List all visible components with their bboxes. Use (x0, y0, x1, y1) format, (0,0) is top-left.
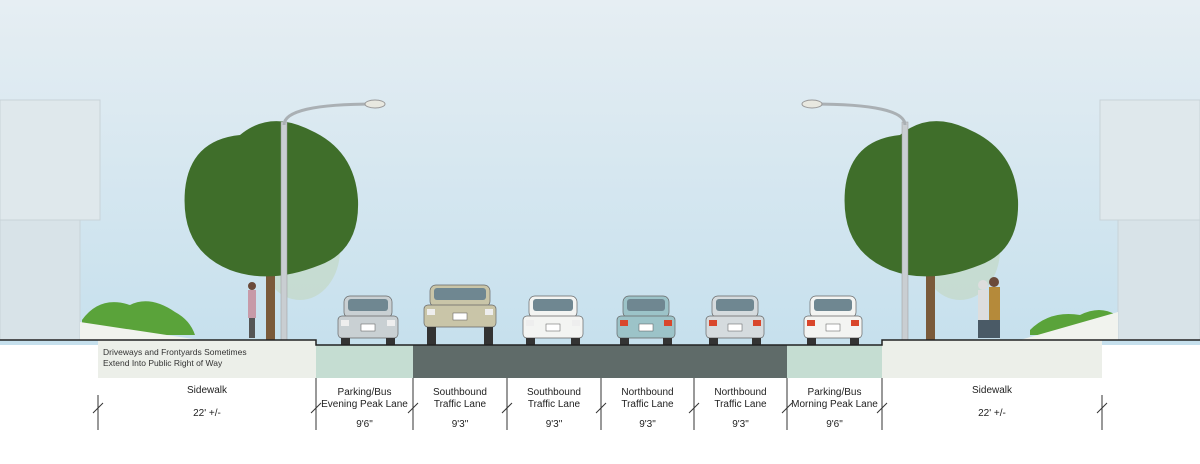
sky (0, 0, 1200, 345)
suv-sb-1 (423, 284, 497, 345)
dimension-lines (92, 378, 1108, 430)
segment-label-line1: Sidewalk (971, 385, 1013, 396)
segment-label-line1: Southbound (433, 387, 487, 398)
driveway-slope-right (1020, 312, 1118, 340)
driveway-note: Driveways and Frontyards Sometimes Exten… (103, 347, 247, 369)
segment-label: Sidewalk (882, 385, 1102, 397)
segment-width: 22' +/- (978, 408, 1006, 419)
segment-label-line2: Traffic Lane (621, 399, 674, 410)
traffic-lanes (413, 345, 787, 378)
segment-label-line1: Southbound (527, 387, 581, 398)
parking-lane-morning (787, 345, 882, 378)
segment-label-line2: Traffic Lane (527, 399, 581, 410)
tree-left (184, 121, 359, 340)
segment-width: 9'3" (545, 419, 563, 430)
car-nb-2 (705, 295, 765, 345)
sidewalk-right (882, 340, 1102, 378)
segment-width: 9'3" (451, 419, 469, 430)
sidewalk-left (98, 340, 316, 378)
car-nb-parking (803, 295, 863, 345)
segment-width: 9'6" (356, 419, 373, 430)
car-sb-parking (337, 295, 399, 345)
segment-width: 9'3" (732, 419, 749, 430)
tree-right (844, 121, 1019, 340)
building-left (0, 99, 101, 341)
segment-label-line1: Parking/Bus (807, 387, 862, 398)
segment-label-line1: Sidewalk (186, 385, 228, 396)
segment-label-line2: Morning Peak Lane (791, 399, 878, 410)
pedestrians (248, 277, 1000, 338)
note-line-2: Extend Into Public Right of Way (103, 358, 223, 368)
segment-label-line2: Traffic Lane (433, 399, 487, 410)
driveway-slope-left (80, 322, 200, 340)
parking-lane-evening (316, 345, 413, 378)
segment-width: 22' +/- (193, 408, 221, 419)
segment-label: Sidewalk (98, 385, 316, 397)
segment-label-line1: Northbound (714, 387, 767, 398)
segment-width: 9'6" (826, 419, 843, 430)
segment-width: 9'3" (639, 419, 656, 430)
segment-label-line2: Evening Peak Lane (321, 399, 408, 410)
car-nb-1 (616, 295, 676, 345)
note-line-1: Driveways and Frontyards Sometimes (103, 347, 247, 357)
segment-label-line1: Northbound (621, 387, 674, 398)
car-sb-2 (522, 295, 584, 345)
segment-label-line2: Traffic Lane (714, 399, 767, 410)
curb-line (0, 339, 1200, 346)
street-lamp-left (280, 99, 386, 341)
segment-label-line1: Parking/Bus (337, 387, 392, 398)
building-right (1099, 99, 1200, 341)
